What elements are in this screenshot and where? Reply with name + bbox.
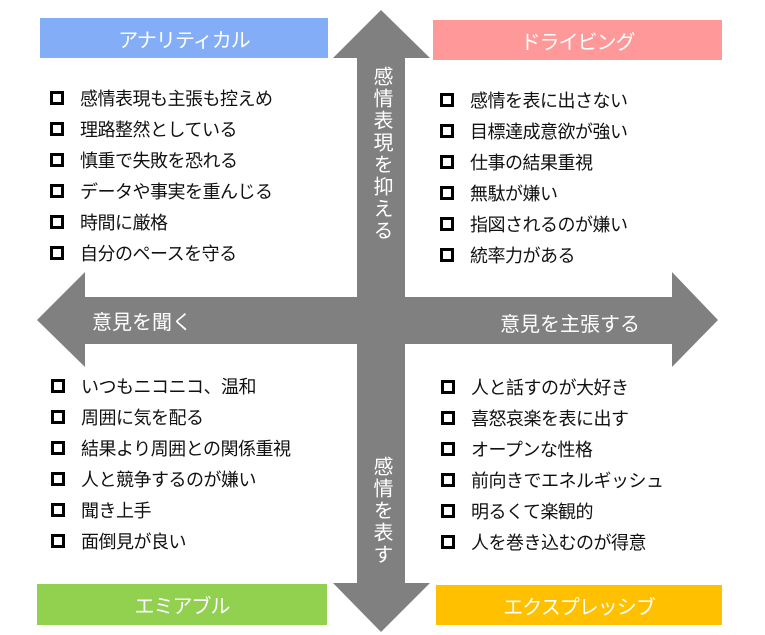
list-item: いつもニコニコ、温和 [51,370,290,401]
checkbox-icon [440,216,454,231]
checkbox-icon [51,378,65,393]
checkbox-icon [440,185,454,200]
checkbox-icon [51,533,65,548]
analytical-list: 感情表現も主張も控えめ 理路整然としている 慎重で失敗を恐れる データや事実を重… [50,82,273,268]
list-item: 結果より周囲との関係重視 [51,432,291,463]
list-item: 自分のペースを守る [50,237,273,268]
driving-title: ドライビング [433,20,722,60]
checkbox-icon [51,502,65,517]
list-item: 喜怒哀楽を表に出す [441,402,664,433]
checkbox-icon [50,214,64,229]
list-item: 目標達成意欲が強い [440,115,628,146]
amiable-list: いつもニコニコ、温和 周囲に気を配る 結果より周囲との関係重視 人と競争するのが… [51,370,291,556]
checkbox-icon [51,409,65,424]
axis-top-label: 感情表現を抑える [370,66,394,242]
list-item: 指図されるのが嫌い [440,208,628,239]
list-item: 人を巻き込むのが得意 [441,526,664,557]
checkbox-icon [441,379,455,394]
list-item: 時間に厳格 [50,206,273,237]
list-item: データや事実を重んじる [50,175,273,206]
list-item: 明るくて楽観的 [441,495,664,526]
checkbox-icon [50,245,64,260]
list-item: 面倒見が良い [51,525,290,556]
list-item: 慎重で失敗を恐れる [50,144,273,175]
expressive-title: エクスプレッシブ [436,585,722,625]
analytical-title: アナリティカル [40,18,328,58]
list-item: 人と話すのが大好き [441,371,664,402]
list-item: 感情を表に出さない [440,84,628,115]
list-item: 仕事の結果重視 [440,146,628,177]
amiable-title: エミアブル [37,584,327,625]
four-way-arrow [37,10,718,632]
checkbox-icon [441,534,455,549]
list-item: 聞き上手 [51,494,290,525]
checkbox-icon [441,410,455,425]
checkbox-icon [50,121,64,136]
checkbox-icon [50,152,64,167]
expressive-list: 人と話すのが大好き 喜怒哀楽を表に出す オープンな性格 前向きでエネルギッシュ … [441,371,664,557]
checkbox-icon [440,123,454,138]
checkbox-icon [440,92,454,107]
checkbox-icon [50,183,64,198]
axis-left-label: 意見を聞く [92,310,192,334]
checkbox-icon [441,503,455,518]
checkbox-icon [50,90,64,105]
checkbox-icon [441,441,455,456]
list-item: 人と競争するのが嫌い [51,463,290,494]
checkbox-icon [51,471,65,486]
axis-right-label: 意見を主張する [500,312,640,336]
list-item: 周囲に気を配る [51,401,290,432]
checkbox-icon [51,440,65,455]
axis-bottom-label: 感情を表す [370,456,394,566]
list-item: オープンな性格 [441,433,664,464]
checkbox-icon [440,247,454,262]
driving-list: 感情を表に出さない 目標達成意欲が強い 仕事の結果重視 無駄が嫌い 指図されるの… [440,84,628,270]
list-item: 統率力がある [440,239,628,270]
checkbox-icon [440,154,454,169]
list-item: 理路整然としている [50,113,273,144]
list-item: 感情表現も主張も控えめ [50,82,273,113]
list-item: 前向きでエネルギッシュ [441,464,664,495]
checkbox-icon [441,472,455,487]
list-item: 無駄が嫌い [440,177,628,208]
